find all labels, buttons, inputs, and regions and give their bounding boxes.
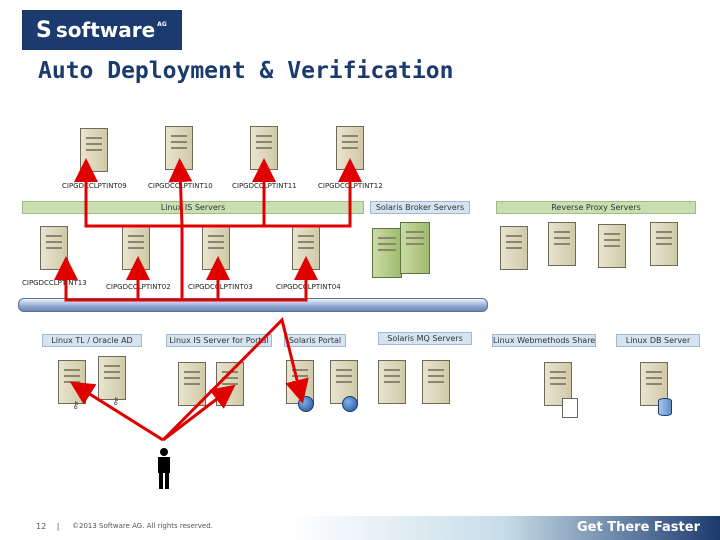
host-label: CIPGDCCLPTINT03 — [188, 283, 253, 291]
mq-server-icon — [378, 360, 406, 404]
zone-linux-portal: Linux IS Server for Portal — [166, 334, 272, 347]
person-icon — [158, 448, 170, 489]
footer-band — [0, 516, 720, 540]
page-title: Auto Deployment & Verification — [38, 58, 454, 84]
copyright-text: ©2013 Software AG. All rights reserved. — [72, 522, 213, 530]
zone-solaris-portal: Solaris Portal — [284, 334, 346, 347]
zone-solaris-broker: Solaris Broker Servers — [370, 201, 470, 214]
server-icon — [98, 356, 126, 400]
mq-server-icon — [422, 360, 450, 404]
database-icon — [658, 398, 672, 416]
logo-s-icon: S — [36, 17, 52, 43]
key-icon: ⚷ — [72, 400, 80, 411]
key-icon: ⚷ — [112, 396, 120, 407]
logo-text: software — [55, 18, 156, 42]
zone-linux-ts: Linux TL / Oracle AD — [42, 334, 142, 347]
host-label: CIPGDCCLPTINT09 — [62, 182, 127, 190]
zone-solaris-mq: Solaris MQ Servers — [378, 332, 472, 345]
logo-mark: AG — [157, 20, 167, 28]
server-icon — [330, 360, 358, 404]
host-label: CIPGDCCLPTINT04 — [276, 283, 341, 291]
software-ag-logo: S software AG — [22, 10, 182, 50]
proxy-server-icon — [598, 224, 626, 268]
broker-server-icon — [400, 222, 430, 274]
tagline: Get There Faster — [577, 520, 700, 535]
server-icon — [178, 362, 206, 406]
zone-linux-is: Linux IS Servers — [22, 201, 364, 214]
zone-linux-db: Linux DB Server — [616, 334, 700, 347]
zone-reverse-proxy: Reverse Proxy Servers — [496, 201, 696, 214]
proxy-server-icon — [650, 222, 678, 266]
zone-linux-share: Linux Webmethods Share — [492, 334, 596, 347]
globe-icon — [342, 396, 358, 412]
document-icon — [562, 398, 578, 418]
page-number: 12 | — [36, 522, 60, 531]
proxy-server-icon — [548, 222, 576, 266]
host-label: CIPGDCCLPTINT13 — [22, 279, 87, 287]
proxy-server-icon — [500, 226, 528, 270]
